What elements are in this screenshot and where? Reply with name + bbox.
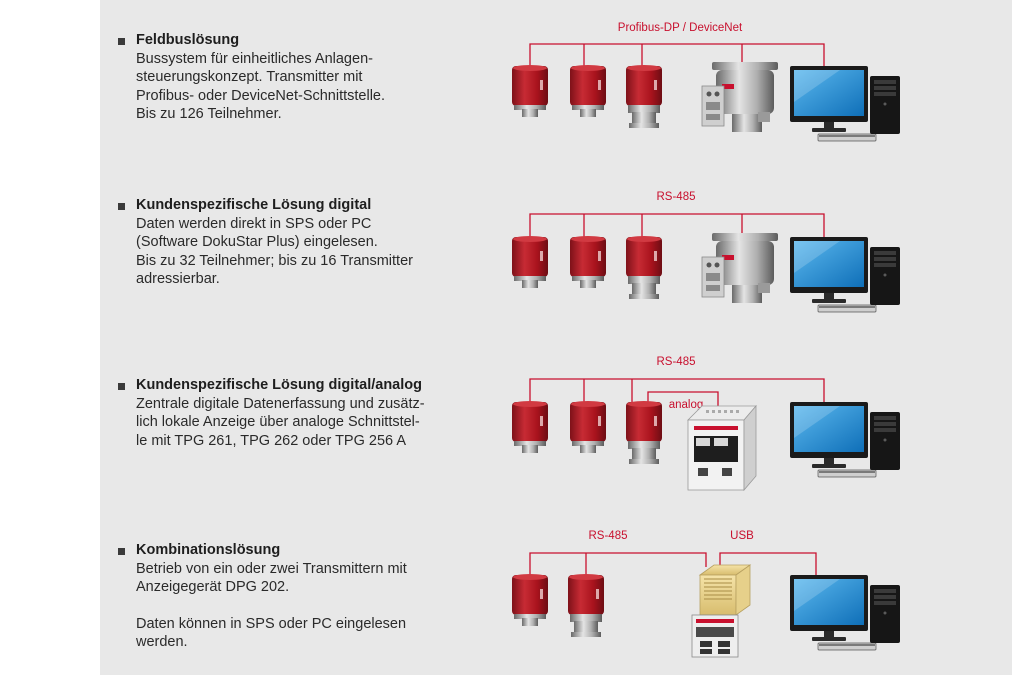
section-title: Kundenspezifische Lösung digital/analog bbox=[136, 377, 422, 393]
computer-icon bbox=[789, 574, 901, 651]
bullet-icon bbox=[118, 383, 125, 390]
section-title: Kombinationslösung bbox=[136, 542, 281, 558]
transmitter-icon bbox=[512, 65, 548, 117]
computer-icon bbox=[789, 236, 901, 313]
section-kombination: Kombinationslösung Betrieb von ein oder … bbox=[0, 495, 1012, 660]
computer-icon bbox=[789, 401, 901, 478]
transmitter-icon bbox=[626, 236, 662, 299]
bullet-icon bbox=[118, 548, 125, 555]
bus-label: RS-485 bbox=[589, 530, 628, 542]
transmitter-icon bbox=[512, 574, 548, 626]
transmitter-icon bbox=[570, 401, 606, 453]
dpg-display-icon bbox=[691, 564, 751, 658]
section-description: Daten werden direkt in SPS oder PC (Soft… bbox=[136, 216, 413, 287]
turbopump-icon bbox=[701, 232, 779, 304]
bullet-icon bbox=[118, 203, 125, 210]
transmitter-icon bbox=[512, 401, 548, 453]
section-title: Feldbuslösung bbox=[136, 32, 240, 48]
computer-icon bbox=[789, 65, 901, 142]
transmitter-icon bbox=[626, 65, 662, 128]
bus-lines bbox=[529, 552, 817, 575]
bus-label: Profibus-DP / DeviceNet bbox=[618, 22, 743, 34]
bus-lines bbox=[529, 378, 825, 406]
section-digital: Kundenspezifische Lösung digital Daten w… bbox=[0, 165, 1012, 330]
network-diagram: Profibus-DP / DeviceNet bbox=[512, 22, 901, 142]
display-unit-icon bbox=[687, 405, 757, 491]
turbopump-icon bbox=[701, 61, 779, 133]
bullet-icon bbox=[118, 38, 125, 45]
bus-lines bbox=[529, 213, 825, 237]
transmitter-icon bbox=[568, 574, 604, 637]
transmitter-icon bbox=[626, 401, 662, 464]
network-diagram: RS-485 USB bbox=[512, 530, 901, 658]
section-description: Betrieb von ein oder zwei Transmittern m… bbox=[136, 561, 407, 651]
analog-label: analog bbox=[669, 399, 704, 411]
section-title: Kundenspezifische Lösung digital bbox=[136, 197, 372, 213]
network-diagram: RS-485 bbox=[512, 191, 901, 313]
section-description: Bussystem für einheitliches Anlagen- ste… bbox=[136, 51, 386, 122]
section-digital-analog: Kundenspezifische Lösung digital/analog … bbox=[0, 330, 1012, 495]
usb-label: USB bbox=[730, 530, 754, 542]
section-description: Zentrale digitale Datenerfassung und zus… bbox=[136, 396, 425, 449]
transmitter-icon bbox=[570, 236, 606, 288]
bus-lines bbox=[529, 43, 825, 66]
network-diagram: RS-485 analog bbox=[512, 356, 901, 491]
bus-label: RS-485 bbox=[657, 356, 696, 368]
section-feldbus: Feldbuslösung Bussystem für einheitliche… bbox=[0, 0, 1012, 165]
bus-label: RS-485 bbox=[657, 191, 696, 203]
transmitter-icon bbox=[570, 65, 606, 117]
transmitter-icon bbox=[512, 236, 548, 288]
